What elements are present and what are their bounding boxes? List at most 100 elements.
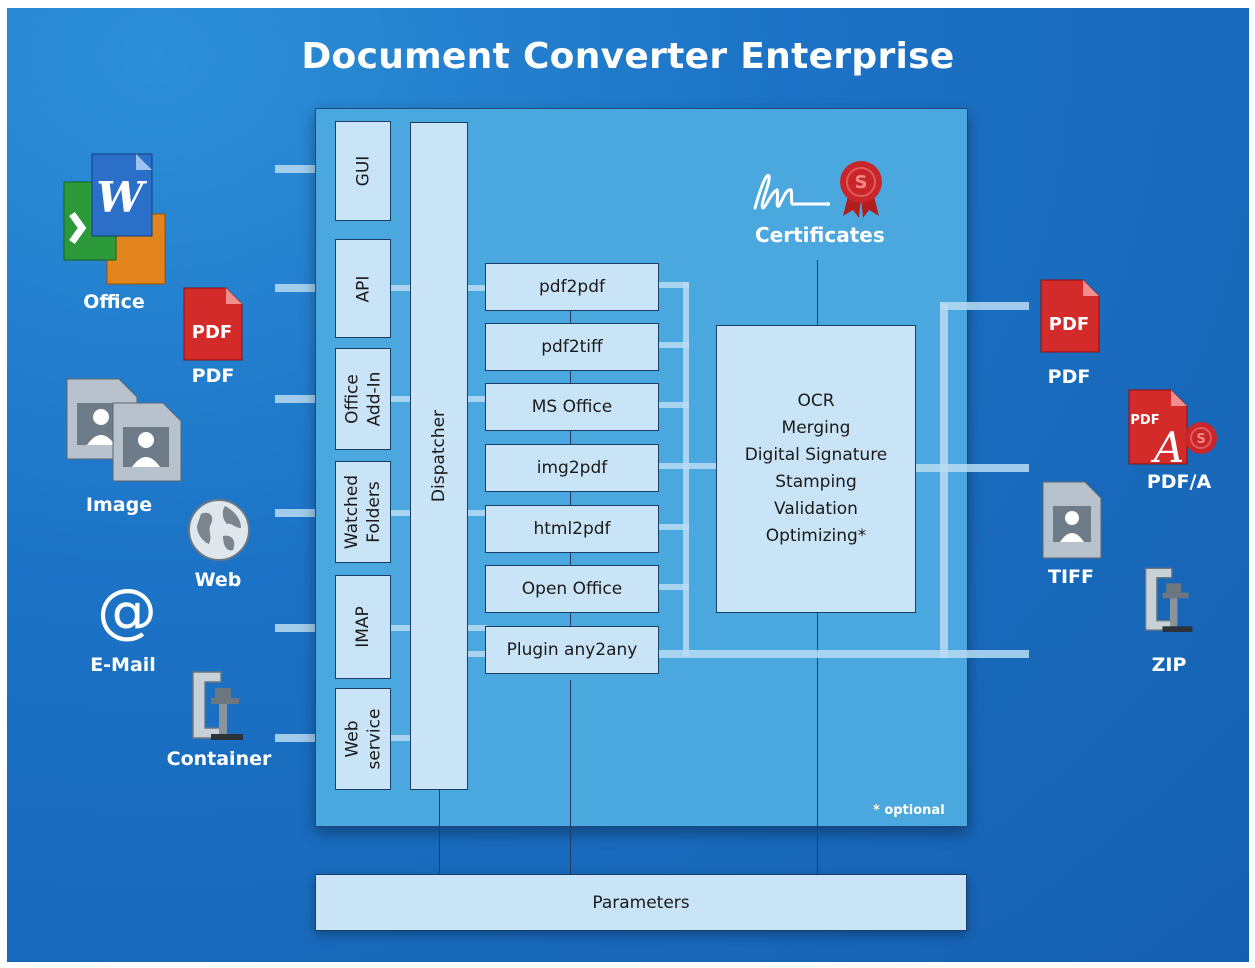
converters-to-output-bottom: [659, 650, 1029, 658]
connector-dispatcher-converters-1: [467, 285, 487, 291]
svg-text:S: S: [855, 172, 868, 193]
converter-ms-office[interactable]: MS Office: [485, 383, 659, 431]
interface-office-addin-label: Office Add-In: [342, 371, 384, 427]
connector-office-addin: [275, 395, 335, 403]
converter-bus-4: [659, 463, 689, 469]
connector-dispatcher-folders: [391, 510, 411, 516]
connector-dispatcher-converters-3: [467, 510, 487, 516]
interface-web-service-label: Web service: [342, 708, 384, 770]
operation-stamping: Stamping: [775, 472, 857, 492]
interface-gui-label: GUI: [352, 155, 373, 187]
globe-icon: [188, 499, 250, 561]
interface-watched-folders-label: Watched Folders: [342, 474, 384, 550]
operations-box[interactable]: OCR Merging Digital Signature Stamping V…: [716, 325, 916, 613]
converter-label: pdf2pdf: [539, 277, 605, 297]
email-input-label: E-Mail: [90, 654, 156, 676]
converter-open-office[interactable]: Open Office: [485, 565, 659, 613]
diagram-canvas: Document Converter Enterprise GUI API Of…: [7, 8, 1249, 962]
pdf-input-label: PDF: [191, 365, 235, 387]
converter-bus-2: [659, 342, 689, 348]
office-input-label: Office: [83, 291, 145, 313]
connector-api: [275, 284, 335, 292]
interface-gui[interactable]: GUI: [335, 121, 391, 221]
seal-icon: S: [840, 161, 882, 218]
tiff-output-label: TIFF: [1048, 566, 1094, 588]
connector-imap: [275, 624, 335, 632]
image-file-icon: [66, 378, 182, 482]
parameters-box[interactable]: Parameters: [315, 874, 967, 931]
connector-dispatcher-imap: [391, 625, 411, 631]
interface-office-addin[interactable]: Office Add-In: [335, 348, 391, 450]
operation-ocr: OCR: [797, 391, 835, 411]
converter-label: MS Office: [531, 397, 613, 417]
connector-dispatcher-api: [391, 285, 411, 291]
office-icon: W: [63, 153, 166, 285]
parameter-line-dispatcher: [439, 790, 440, 874]
operation-validation: Validation: [774, 499, 858, 519]
connector-dispatcher-converters-2: [467, 396, 487, 402]
converter-bus-6: [659, 584, 689, 590]
connector-dispatcher-webservice: [391, 735, 411, 741]
output-bus-vertical: [940, 304, 948, 658]
svg-text:S: S: [1196, 432, 1205, 447]
connector-dispatcher-addin: [391, 396, 411, 402]
pdf-file-icon: PDF: [183, 287, 243, 361]
converter-label: Open Office: [521, 579, 623, 599]
parameters-label: Parameters: [592, 892, 690, 913]
converter-label: pdf2tiff: [541, 337, 603, 357]
certificates-label: Certificates: [755, 223, 885, 247]
converter-pdf2tiff[interactable]: pdf2tiff: [485, 323, 659, 371]
tiff-output-icon: [1042, 481, 1102, 559]
pdf-badge-text: PDF: [192, 322, 232, 343]
converters-bus-vertical: [683, 282, 689, 656]
clamp-icon: [192, 671, 243, 740]
connector-web-service: [275, 734, 335, 742]
interface-api[interactable]: API: [335, 239, 391, 338]
interface-imap-label: IMAP: [353, 606, 373, 648]
signature-icon: [753, 173, 830, 210]
converter-html2pdf[interactable]: html2pdf: [485, 505, 659, 553]
image-input-label: Image: [85, 494, 153, 516]
svg-text:PDF: PDF: [1130, 413, 1159, 428]
at-sign-icon: @: [97, 576, 157, 646]
output-bus-top: [940, 302, 1029, 310]
interface-imap[interactable]: IMAP: [335, 575, 391, 679]
svg-text:W: W: [96, 173, 147, 222]
diagram-title: Document Converter Enterprise: [301, 36, 955, 77]
interface-api-label: API: [353, 275, 373, 302]
converter-img2pdf[interactable]: img2pdf: [485, 444, 659, 492]
web-input-label: Web: [194, 569, 242, 591]
optional-note: * optional: [873, 803, 945, 818]
interface-web-service[interactable]: Web service: [335, 688, 391, 790]
dispatcher-box[interactable]: Dispatcher: [410, 122, 468, 790]
converter-label: Plugin any2any: [506, 640, 638, 660]
connector-gui: [275, 165, 335, 173]
converter-bus-5: [659, 524, 689, 530]
operations-to-output: [915, 464, 1029, 472]
converter-bus-3: [659, 402, 689, 408]
converter-label: img2pdf: [536, 458, 608, 478]
connector-watched-folders: [275, 509, 335, 517]
zip-output-label: ZIP: [1151, 654, 1187, 676]
pdf-output-label: PDF: [1047, 366, 1091, 388]
operation-digital-signature: Digital Signature: [744, 445, 888, 465]
converter-bus-1: [659, 282, 689, 288]
parameter-line-converters: [570, 680, 571, 874]
container-input-label: Container: [166, 748, 272, 770]
pdfa-output-label: PDF/A: [1146, 471, 1212, 493]
connector-dispatcher-converters-5: [467, 651, 487, 657]
converter-to-operations: [689, 463, 717, 469]
pdf-badge-text: PDF: [1049, 314, 1089, 335]
interface-watched-folders[interactable]: Watched Folders: [335, 461, 391, 563]
pdfa-output-icon: PDF A S: [1128, 389, 1217, 468]
converter-pdf2pdf[interactable]: pdf2pdf: [485, 263, 659, 311]
connector-dispatcher-converters-4: [467, 625, 487, 631]
svg-text:A: A: [1150, 423, 1184, 468]
pdf-output-icon: PDF: [1040, 279, 1100, 353]
converter-label: html2pdf: [533, 519, 611, 539]
operation-merging: Merging: [781, 418, 851, 438]
converter-plugin-any2any[interactable]: Plugin any2any: [485, 626, 659, 674]
zip-clamp-icon: [1144, 567, 1193, 632]
operation-optimizing: Optimizing*: [765, 526, 867, 546]
dispatcher-label: Dispatcher: [429, 409, 449, 503]
